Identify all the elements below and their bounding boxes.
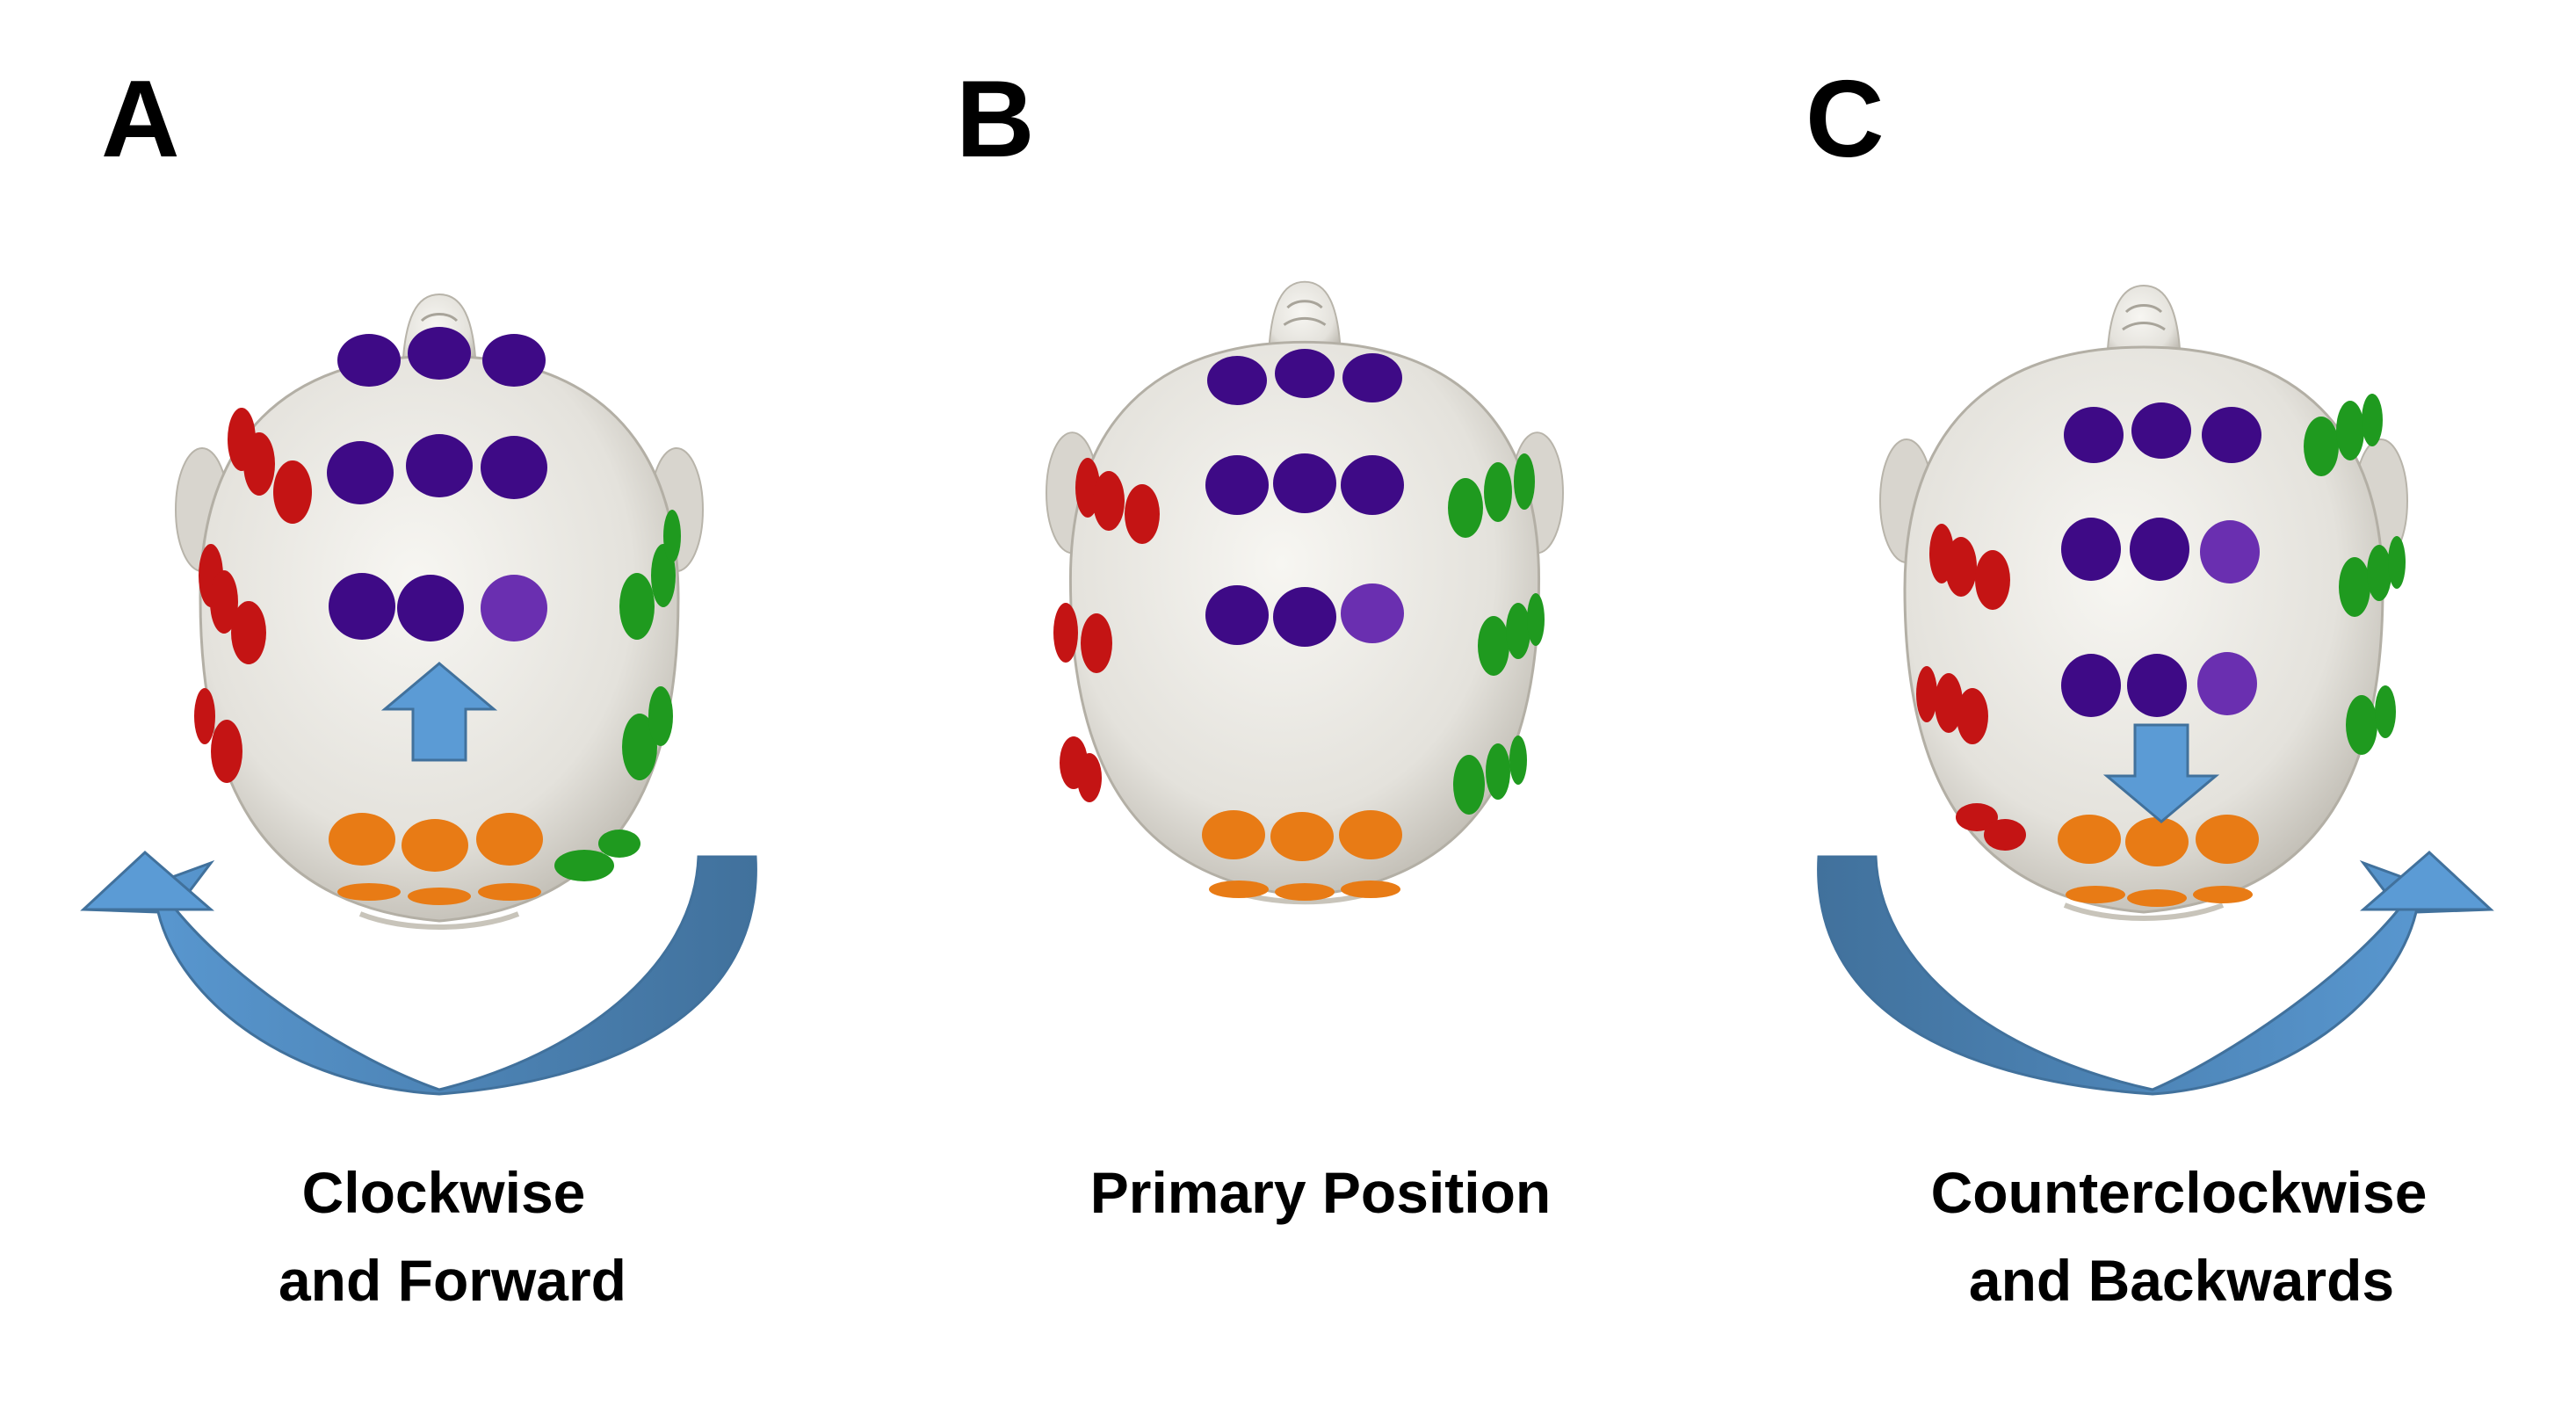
- panel-letter-c: C: [1805, 59, 1885, 180]
- electrodes-orange-b: [1202, 810, 1402, 901]
- caption-a-line2: and Forward: [279, 1248, 626, 1313]
- panel-letter-a: A: [101, 59, 180, 180]
- electrodes-purple-c: [2061, 402, 2261, 717]
- caption-b-line1: Primary Position: [1090, 1160, 1552, 1225]
- panel-a: A: [83, 59, 756, 1313]
- caption-a-line1: Clockwise: [302, 1160, 586, 1225]
- electrodes-orange-a: [329, 813, 543, 905]
- caption-c-line2: and Backwards: [1969, 1248, 2394, 1313]
- panel-letter-b: B: [956, 59, 1035, 180]
- electrodes-purple-a: [327, 327, 547, 641]
- panel-c: C: [1805, 59, 2491, 1313]
- electrodes-purple-b: [1205, 349, 1404, 647]
- electrodes-orange-c: [2058, 815, 2259, 907]
- caption-c-line1: Counterclockwise: [1931, 1160, 2428, 1225]
- panel-b: B: [956, 59, 1563, 1225]
